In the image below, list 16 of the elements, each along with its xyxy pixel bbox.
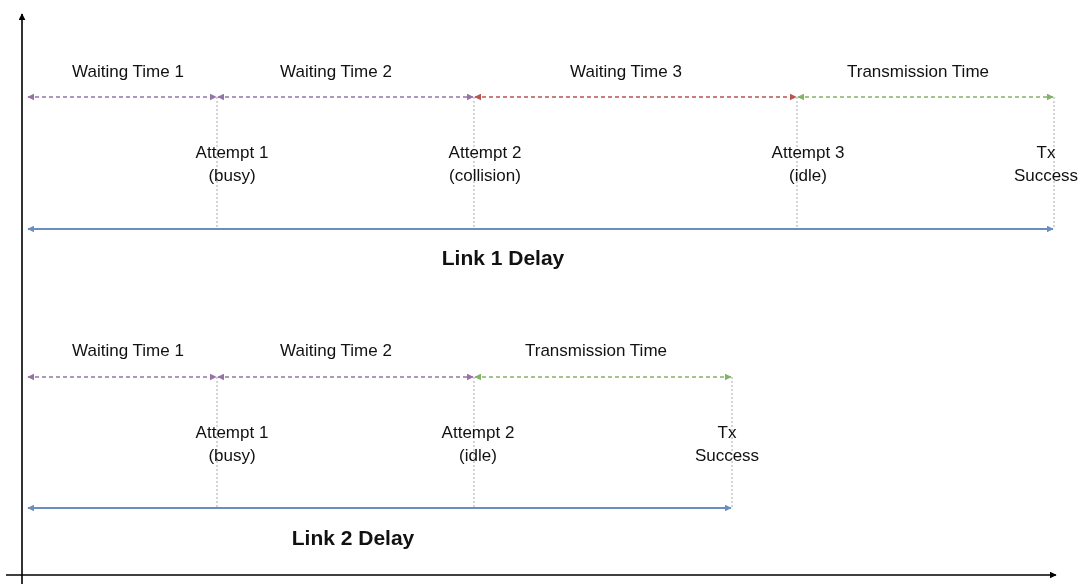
interval-label: Transmission Time (847, 61, 989, 83)
event-label: Attempt 2 (collision) (447, 142, 523, 187)
interval-label: Waiting Time 1 (72, 340, 184, 362)
event-label: Tx Success (693, 422, 761, 467)
interval-label: Waiting Time 1 (72, 61, 184, 83)
event-label: Attempt 3 (idle) (770, 142, 846, 187)
event-label: Attempt 2 (idle) (440, 422, 516, 467)
event-label: Attempt 1 (busy) (194, 422, 270, 467)
delay-label: Link 1 Delay (441, 246, 565, 269)
delay-label: Link 2 Delay (291, 526, 415, 549)
interval-label: Waiting Time 2 (280, 340, 392, 362)
event-label: Attempt 1 (busy) (194, 142, 270, 187)
interval-label: Transmission Time (525, 340, 667, 362)
interval-label: Waiting Time 2 (280, 61, 392, 83)
event-label: Tx Success (1012, 142, 1080, 187)
interval-label: Waiting Time 3 (570, 61, 682, 83)
